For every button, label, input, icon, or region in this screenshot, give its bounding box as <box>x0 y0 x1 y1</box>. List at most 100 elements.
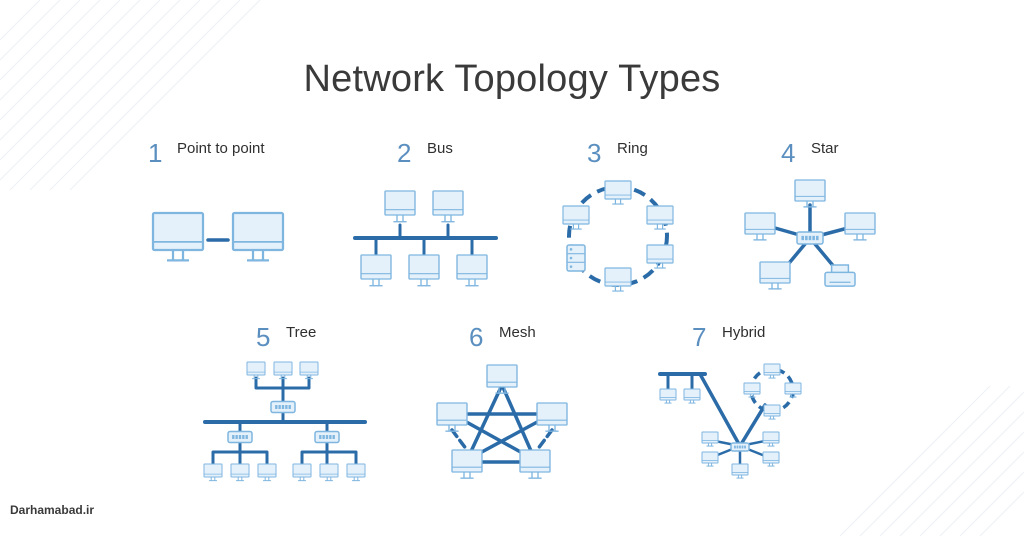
switch-icon <box>314 430 340 444</box>
monitor-screen <box>762 431 780 444</box>
computer-icon <box>659 388 677 404</box>
computer-icon <box>763 404 781 420</box>
switch-port <box>741 445 744 449</box>
topology-number: 1 <box>148 138 163 168</box>
monitor-screen <box>246 361 266 376</box>
monitor-screen <box>486 364 518 388</box>
computer-icon <box>432 190 464 223</box>
topology-label: Mesh <box>499 324 536 341</box>
monitor-screen <box>384 190 416 216</box>
computer-icon <box>486 364 518 394</box>
switch-port <box>808 235 812 241</box>
topology-label: Hybrid <box>722 324 766 341</box>
monitor-screen <box>230 463 250 478</box>
topology-number: 2 <box>397 138 412 168</box>
switch-port <box>739 445 741 449</box>
monitor-screen <box>763 404 781 417</box>
switch-port <box>235 435 238 439</box>
monitor-screen <box>604 180 632 200</box>
computer-icon <box>273 361 293 380</box>
monitor-screen <box>659 388 677 401</box>
monitor-screen <box>432 190 464 216</box>
link-line <box>535 428 554 452</box>
monitor-screen <box>744 212 776 235</box>
link-line <box>450 428 469 452</box>
computer-icon <box>794 179 826 208</box>
monitor-screen <box>759 261 791 284</box>
switch-icon <box>270 400 296 414</box>
computer-icon <box>646 205 674 230</box>
monitor-screen <box>292 463 312 478</box>
switch-port <box>744 445 746 449</box>
monitor-screen <box>451 449 483 473</box>
computer-icon <box>731 463 749 479</box>
computer-icon <box>230 463 250 482</box>
monitor-screen <box>456 254 488 280</box>
computer-icon <box>683 388 701 404</box>
monitor-screen <box>319 463 339 478</box>
server-icon <box>566 244 586 272</box>
computer-icon <box>562 205 590 230</box>
monitor-screen <box>299 361 319 376</box>
switch-port <box>734 445 736 449</box>
link-line <box>465 383 504 462</box>
monitor-screen <box>701 451 719 464</box>
printer-icon <box>824 264 856 287</box>
monitor-screen <box>762 451 780 464</box>
topology-label: Bus <box>427 140 453 157</box>
monitor-screen <box>604 267 632 287</box>
monitor-screen <box>346 463 366 478</box>
monitor-screen <box>436 402 468 426</box>
computer-icon <box>762 451 780 467</box>
computer-icon <box>759 261 791 290</box>
monitor-screen <box>203 463 223 478</box>
switch-icon <box>227 430 253 444</box>
computer-icon <box>360 254 392 287</box>
computer-icon <box>257 463 277 482</box>
monitor-screen <box>731 463 749 476</box>
monitor-screen <box>408 254 440 280</box>
computer-icon <box>408 254 440 287</box>
computer-icon <box>231 211 285 262</box>
switch-port <box>812 235 815 241</box>
link-line <box>500 383 537 462</box>
computer-icon <box>246 361 266 380</box>
switch-port <box>238 435 242 439</box>
computer-icon <box>646 244 674 269</box>
computer-icon <box>536 402 568 432</box>
monitor-screen <box>536 402 568 426</box>
switch-port <box>278 405 281 409</box>
computer-icon <box>701 431 719 447</box>
topology-number: 6 <box>469 322 484 352</box>
topology-label: Star <box>811 140 839 157</box>
computer-icon <box>743 382 761 398</box>
computer-icon <box>151 211 205 262</box>
switch-port <box>245 435 248 439</box>
switch-port <box>322 435 325 439</box>
topology-label: Tree <box>286 324 317 341</box>
monitor-screen <box>784 382 802 395</box>
topology-label: Point to point <box>177 140 265 157</box>
computer-icon <box>384 190 416 223</box>
monitor-screen <box>231 211 285 252</box>
monitor-screen <box>562 205 590 225</box>
monitor-screen <box>743 382 761 395</box>
topology-number: 3 <box>587 138 602 168</box>
computer-icon <box>203 463 223 482</box>
link-line <box>738 403 767 448</box>
switch-port <box>275 405 278 409</box>
monitor-screen <box>151 211 205 252</box>
server-led <box>569 265 573 268</box>
topology-number: 5 <box>256 322 271 352</box>
switch-port <box>242 435 245 439</box>
monitor-screen <box>257 463 277 478</box>
computer-icon <box>604 180 632 205</box>
monitor-screen <box>646 205 674 225</box>
monitor-screen <box>763 363 781 376</box>
server-led <box>569 248 573 251</box>
computer-icon <box>346 463 366 482</box>
computer-icon <box>762 431 780 447</box>
switch-icon <box>730 442 750 452</box>
link-line <box>300 450 358 467</box>
computer-icon <box>744 212 776 241</box>
